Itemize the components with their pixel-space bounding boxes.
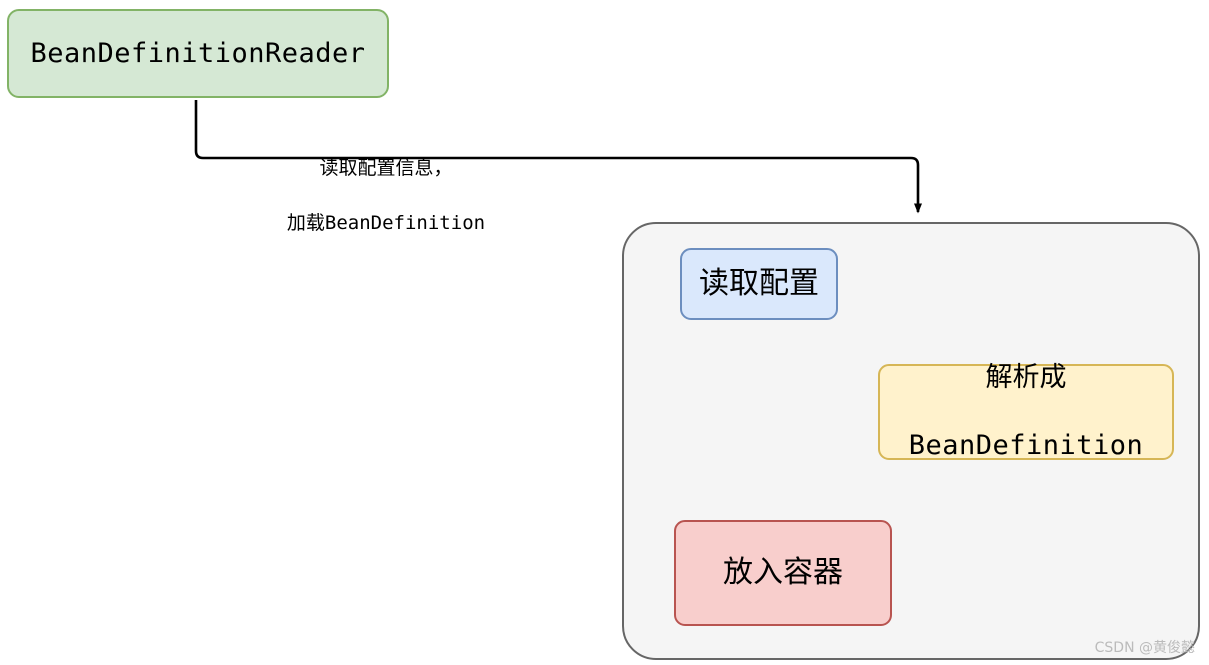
node-read-config[interactable]: 读取配置	[680, 248, 838, 320]
node-parse-to-bean-definition[interactable]: 解析成 BeanDefinition	[878, 362, 1174, 461]
edge-label-line2: 加载BeanDefinition	[286, 211, 486, 234]
edge-label-read-and-load: 读取配置信息， 加载BeanDefinition	[272, 127, 500, 265]
edge-label-line1: 读取配置信息，	[319, 156, 453, 179]
node-bean-definition-reader[interactable]: BeanDefinitionReader	[7, 9, 389, 98]
node-parse-label-line1: 解析成	[985, 362, 1067, 394]
csdn-watermark: CSDN @黄俊懿	[1094, 640, 1195, 656]
node-put-into-container[interactable]: 放入容器	[674, 520, 892, 626]
node-parse-label-line2: BeanDefinition	[908, 429, 1144, 461]
edge-reader-to-container	[194, 100, 922, 214]
